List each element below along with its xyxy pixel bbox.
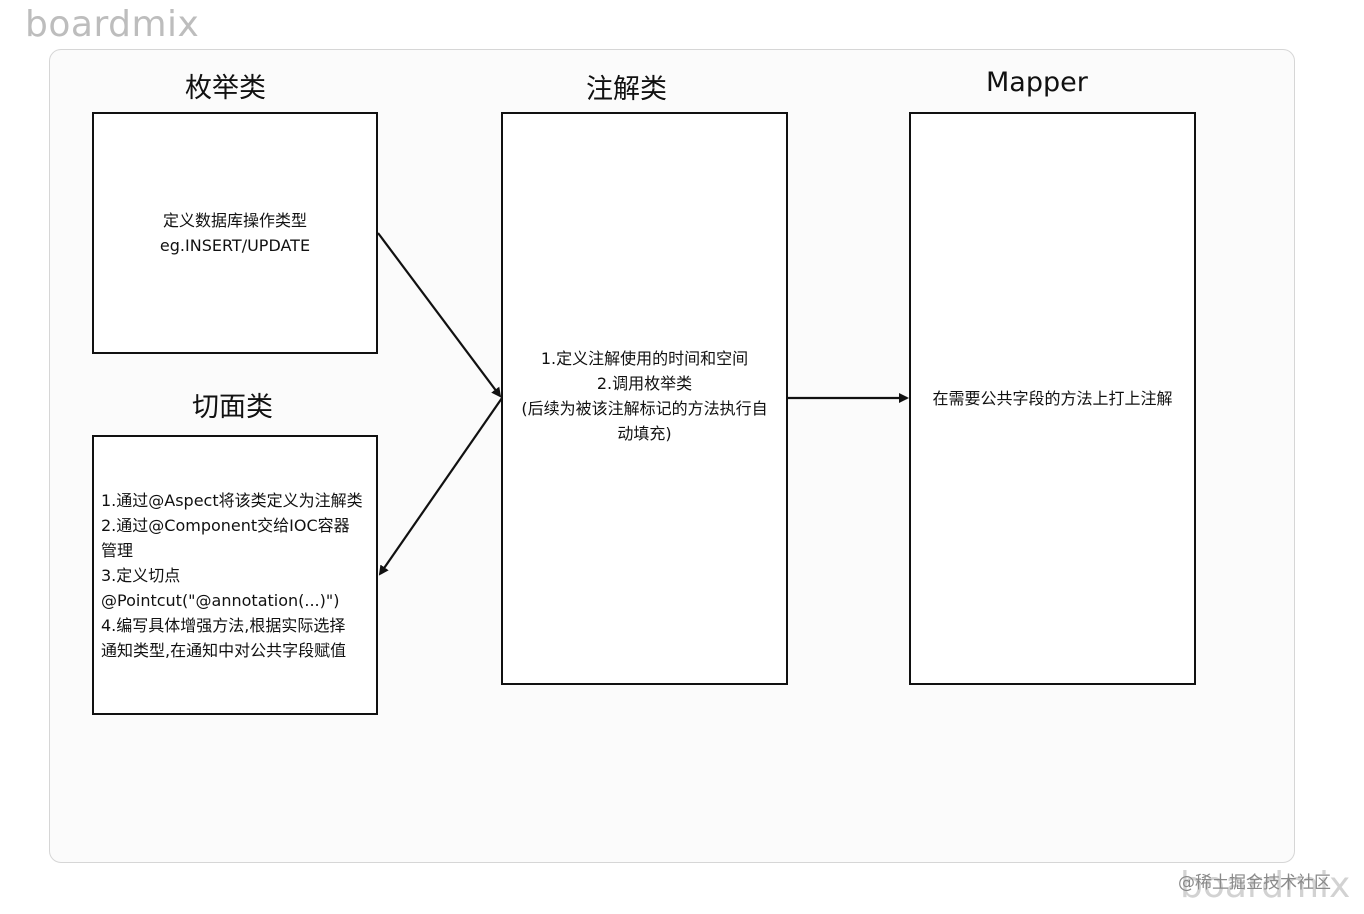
mapper-title: Mapper bbox=[986, 67, 1088, 98]
enum-line-1: 定义数据库操作类型 bbox=[162, 211, 307, 230]
aspect-class-box[interactable]: 1.通过@Aspect将该类定义为注解类 2.通过@Component交给IOC… bbox=[92, 435, 378, 715]
annotation-class-box[interactable]: 1.定义注解使用的时间和空间 2.调用枚举类 (后续为被该注解标记的方法执行自 … bbox=[501, 112, 788, 685]
annotation-class-title: 注解类 bbox=[586, 74, 667, 105]
aspect-class-title: 切面类 bbox=[192, 392, 273, 423]
boardmix-watermark-bottom: boardmix bbox=[1180, 865, 1351, 906]
enum-class-title: 枚举类 bbox=[185, 73, 266, 104]
aspect-line-6: 4.编写具体增强方法,根据实际选择 bbox=[101, 615, 346, 635]
juejin-credit: @稀土掘金技术社区 bbox=[1178, 873, 1331, 893]
enum-class-box[interactable]: 定义数据库操作类型 eg.INSERT/UPDATE bbox=[92, 112, 378, 354]
mapper-box[interactable]: 在需要公共字段的方法上打上注解 bbox=[909, 112, 1196, 685]
annotation-line-2: 2.调用枚举类 bbox=[596, 373, 693, 393]
aspect-line-7: 通知类型,在通知中对公共字段赋值 bbox=[101, 640, 347, 660]
aspect-line-3: 管理 bbox=[101, 540, 134, 560]
aspect-line-1: 1.通过@Aspect将该类定义为注解类 bbox=[101, 490, 363, 510]
annotation-line-4: 动填充) bbox=[617, 423, 672, 443]
aspect-line-5: @Pointcut("@annotation(...)") bbox=[101, 590, 340, 610]
annotation-line-3: (后续为被该注解标记的方法执行自 bbox=[521, 398, 768, 418]
boardmix-watermark-top: boardmix bbox=[25, 4, 200, 45]
aspect-line-2: 2.通过@Component交给IOC容器 bbox=[101, 515, 350, 535]
annotation-line-1: 1.定义注解使用的时间和空间 bbox=[540, 348, 749, 368]
aspect-line-4: 3.定义切点 bbox=[101, 565, 181, 585]
enum-line-2: eg.INSERT/UPDATE bbox=[159, 236, 311, 255]
mapper-line-1: 在需要公共字段的方法上打上注解 bbox=[932, 389, 1173, 408]
